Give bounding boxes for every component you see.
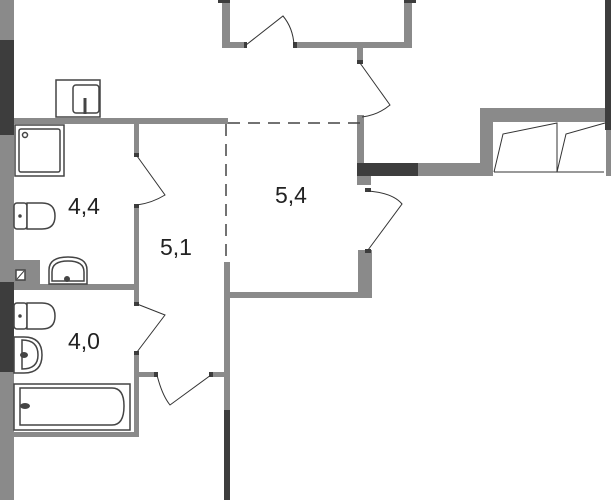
bathtub-icon [13,383,131,431]
wall-bath-upper-right-b [134,205,139,290]
room-area-hall: 5,4 [275,182,307,208]
floor-drain-icon [14,260,40,284]
wall-closet-top [480,108,607,122]
closet-door-b [556,122,606,173]
wall-bath-upper-right-a [134,124,139,156]
door-jamb [209,372,213,377]
washbasin-icon [48,256,88,285]
wall-bath-lower-right-a [134,290,139,305]
door-jamb [134,204,139,208]
bearing-wall-left-b [0,282,14,372]
wall-closet-bottom [418,163,493,176]
door-hall-right [367,190,403,251]
wall-closet-right [606,122,611,176]
door-jamb [154,372,158,377]
door-hall-top [359,62,391,118]
wall-top-right [404,0,412,48]
wall-bathroom-top [14,118,228,124]
door-jamb [244,42,247,48]
wall-cap [218,0,230,3]
wall-top-a [222,42,246,48]
wall-corridor-stub [134,372,156,377]
toilet-icon [13,202,56,230]
wall-stub-top [357,48,363,62]
wall-hall-right-stub [357,176,371,185]
door-bath-lower [136,303,166,353]
wall-corridor-stub-right [212,372,226,377]
toilet-icon [13,302,56,330]
bearing-wall-right [605,0,611,130]
room-area-bathroom-upper: 4,4 [68,193,100,219]
fixtures [13,79,131,431]
wall-hall-right-lower [358,250,372,298]
door-jamb [365,188,371,192]
bearing-wall-hall [357,163,418,176]
bearing-wall-left-a [0,40,14,135]
door-bath-upper [136,155,166,206]
door-corridor [156,374,212,406]
wall-cap [404,0,416,3]
wall-hall-bottom [224,292,372,298]
room-area-bathroom-lower: 4,0 [68,328,100,354]
door-jamb [293,42,297,48]
wall-top-left [222,0,230,48]
door-jamb [134,302,139,306]
door-top [245,15,295,46]
wall-hall-right-upper [357,115,364,165]
shower-icon [14,124,65,177]
washbasin-icon [13,336,43,374]
room-area-corridor: 5,1 [160,234,192,260]
bearing-wall-bottom [224,410,230,500]
door-jamb [134,153,139,157]
wall-corridor-right [224,262,230,500]
wall-closet-left [480,108,493,176]
kitchen-sink-icon [55,79,101,118]
door-jamb [357,60,363,64]
wall-bath-bottom [14,432,139,437]
wall-top-b [295,42,412,48]
wall-between-bathrooms [14,284,139,290]
doors [136,15,606,406]
door-jamb [134,351,139,355]
wall-bath-lower-right-b [134,352,139,437]
door-jamb [365,249,371,253]
zone-dividers [225,122,360,262]
closet-door-a [493,122,558,173]
